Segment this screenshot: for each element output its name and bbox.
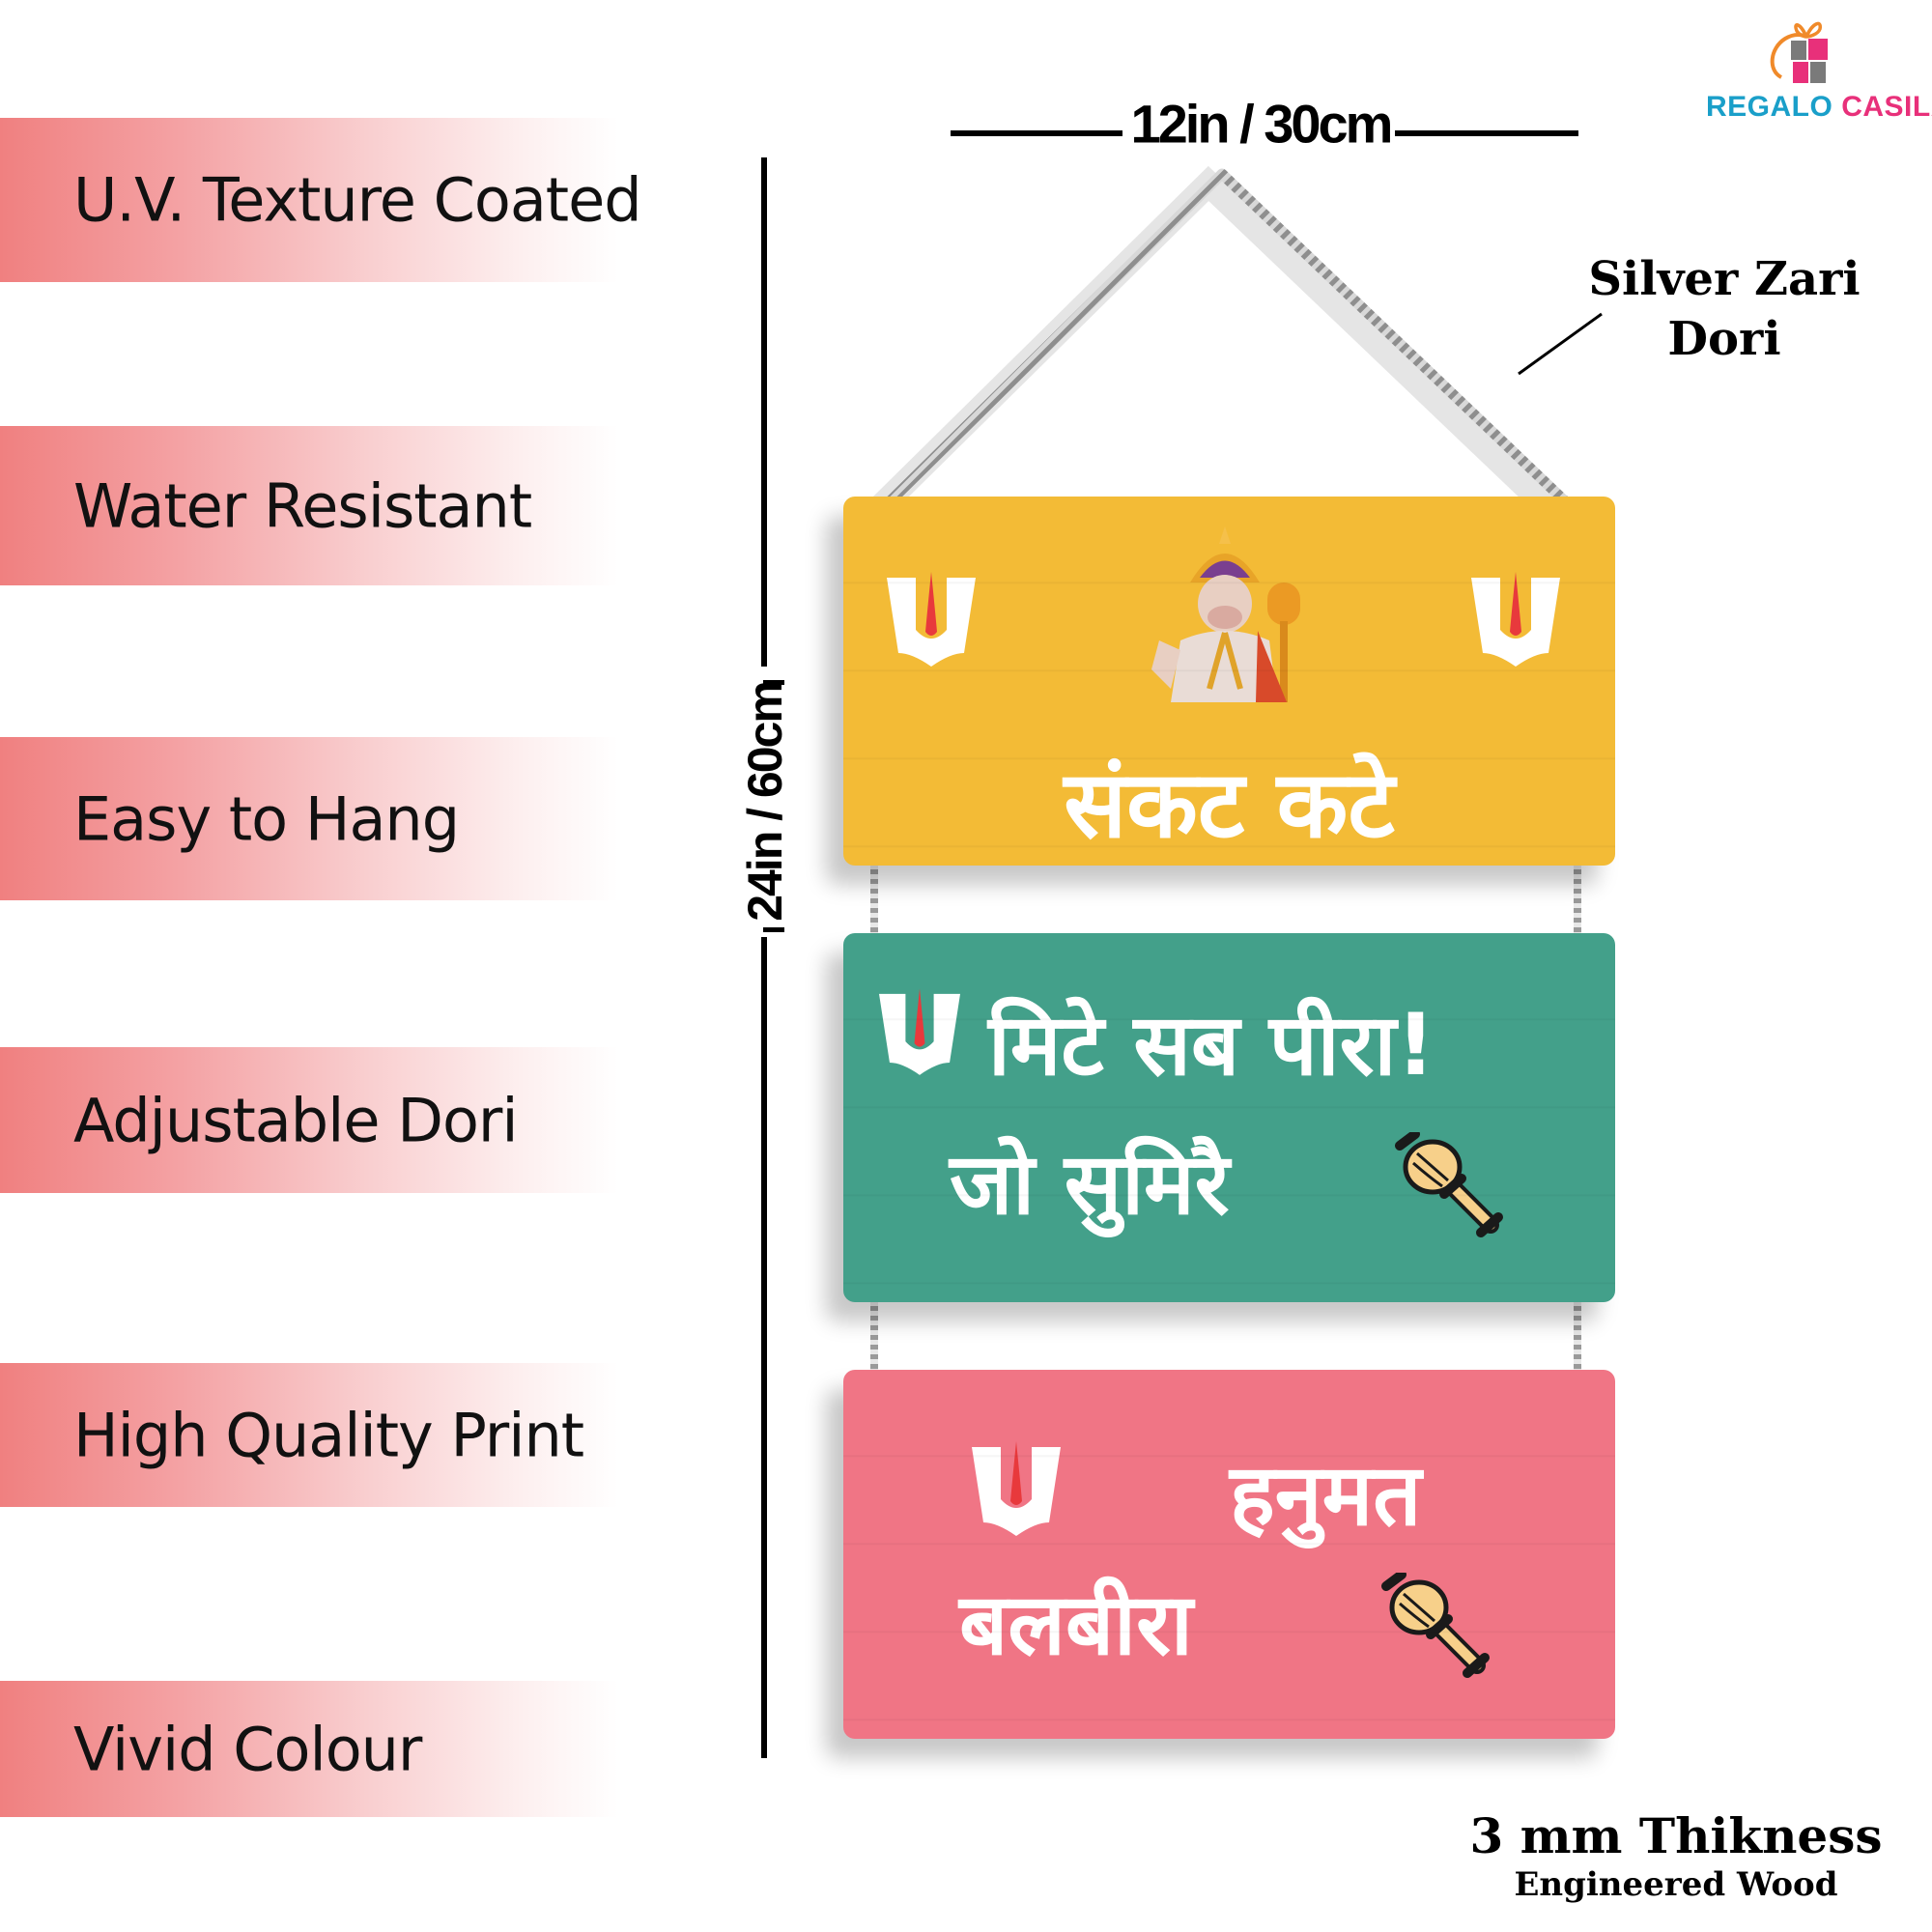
connector-dori-right (1574, 1277, 1581, 1391)
sign-1-text: संकट कटे (1064, 751, 1395, 859)
feature-label: Easy to Hang (73, 783, 460, 854)
width-dimension-line-left (951, 130, 1122, 136)
feature-band-dori: Adjustable Dori (0, 1047, 618, 1193)
width-dimension-line-right (1395, 130, 1578, 136)
sign-2-text-line2: जो सुमिरै (950, 1134, 1230, 1234)
mace-icon (1395, 1132, 1503, 1237)
dimension-tick (763, 680, 784, 685)
dori-annotation-line1: Silver Zari (1588, 252, 1861, 306)
thickness-line2: Engineered Wood (1514, 1865, 1838, 1904)
dori-annotation: Silver Zari Dori (1536, 249, 1913, 369)
brand-logo: REGALO CASILA (1700, 14, 1932, 123)
feature-label: Vivid Colour (73, 1714, 422, 1784)
sign-2-text-line1: मिटे सब पीरा! (988, 995, 1435, 1094)
sign-3-text-line2: बलबीरा (959, 1575, 1193, 1674)
feature-label: Water Resistant (73, 470, 532, 541)
dori-annotation-line2: Dori (1667, 312, 1781, 366)
feature-label: U.V. Texture Coated (73, 164, 642, 236)
feature-band-print: High Quality Print (0, 1363, 618, 1507)
gift-box-icon (1770, 21, 1828, 83)
width-dimension-label: 12in / 30cm (1130, 93, 1394, 155)
tilak-icon (887, 572, 976, 667)
brand-name-part1: REGALO (1706, 91, 1833, 123)
dori-pointer-line (1518, 312, 1603, 376)
dimension-tick (763, 927, 784, 932)
connector-dori-left (870, 840, 878, 954)
sign-panel-3: हनुमत बलबीरा (843, 1370, 1615, 1739)
brand-name-part2: CASILA (1841, 91, 1932, 123)
mace-icon (1381, 1573, 1490, 1678)
feature-band-hang: Easy to Hang (0, 737, 618, 900)
feature-label: High Quality Print (73, 1400, 584, 1470)
thickness-line1: 3 mm Thikness (1469, 1807, 1883, 1864)
height-dimension-line (761, 157, 767, 1758)
sign-panel-1: संकट कटे (843, 497, 1615, 866)
hanuman-image (1151, 526, 1300, 702)
feature-band-uv: U.V. Texture Coated (0, 118, 642, 282)
tilak-icon (1471, 572, 1560, 667)
thickness-annotation: 3 mm Thikness Engineered Wood (1430, 1808, 1922, 1905)
tilak-icon (972, 1441, 1061, 1536)
feature-band-colour: Vivid Colour (0, 1681, 618, 1817)
feature-label: Adjustable Dori (73, 1085, 519, 1155)
tilak-icon (879, 988, 960, 1075)
connector-dori-right (1574, 840, 1581, 954)
connector-dori-left (870, 1277, 878, 1391)
sign-panel-2: मिटे सब पीरा! जो सुमिरै (843, 933, 1615, 1302)
feature-band-water: Water Resistant (0, 426, 618, 585)
dimension-gap (753, 667, 777, 937)
brand-name: REGALO CASILA (1706, 91, 1932, 124)
sign-3-text-line1: हनुमत (1230, 1445, 1422, 1545)
